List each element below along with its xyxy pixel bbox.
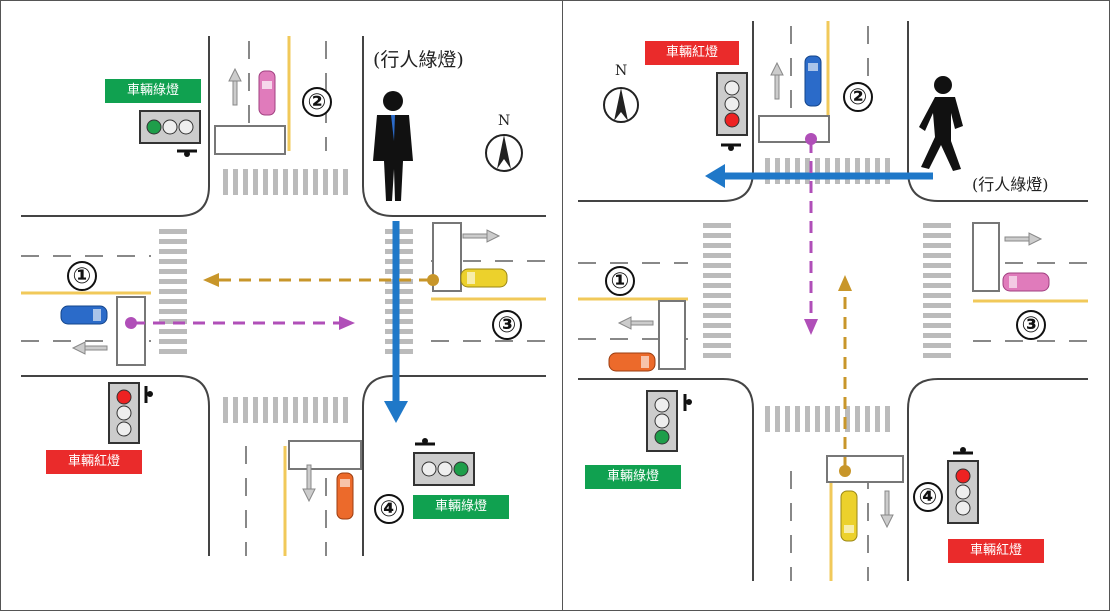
road-edge-sw [21,375,210,556]
crosswalk-south [765,406,890,432]
road-edge-sw [578,378,754,581]
traffic-light-left-green [646,390,692,452]
pedestrian-signal-label: (行人綠燈) [373,49,464,71]
pedestrian-walking-figure [919,76,963,171]
road-edges [578,21,1088,581]
position-2-marker: ② [302,87,332,117]
stop-box-west [116,296,146,366]
traffic-light-left-red [108,382,153,444]
stop-boxes [116,125,462,470]
position-4-marker: ④ [374,494,404,524]
car-yellow [840,490,858,542]
north-label: N [615,63,628,79]
right-intersection-panel: 車輛紅燈 N (行人綠燈) 車輛綠燈 車輛紅燈 ① ② ③ ④ [563,1,1110,609]
position-1-marker: ① [67,261,97,291]
stop-box-north [758,115,830,143]
lane-arrow-icons [71,67,501,503]
curb-lines [578,21,1088,581]
arrow-gold-dashed [203,273,439,287]
car-orange [608,352,656,372]
car-pink [1002,272,1050,292]
road-edge-nw [578,21,754,202]
crosswalk-south [223,397,348,423]
right-intersection-diagram [578,21,1088,581]
pedestrian-signal-label: (行人綠燈) [972,175,1049,194]
car-orange [336,472,354,520]
compass-north-icon [485,134,523,172]
vehicle-red-label-bottom: 車輛紅燈 [948,539,1044,563]
car-pink [258,70,276,116]
pedestrian-figure [373,91,413,201]
stop-box-south [826,455,904,483]
car-yellow [460,268,508,288]
crosswalk-east [923,223,951,358]
road-edge-ne [362,36,546,217]
lane-dashes [578,26,1088,581]
vehicle-green-label-top: 車輛綠燈 [105,79,201,103]
arrow-purple-dashed [804,133,818,335]
crosswalk-north [223,169,348,195]
car-blue [804,55,822,107]
vehicle-red-label-left: 車輛紅燈 [46,450,142,474]
traffic-light-top-left-green [139,110,201,157]
left-intersection-panel: (行人綠燈) N 車輛綠燈 車輛紅燈 車輛綠燈 ① ② ③ ④ [1,1,551,609]
stop-box-west [658,300,686,370]
position-2-marker: ② [843,82,873,112]
stop-box-east [972,222,1000,292]
vehicle-green-label-left: 車輛綠燈 [585,465,681,489]
car-blue [60,305,108,325]
crosswalk-west [703,223,731,358]
position-4-marker: ④ [913,482,943,512]
north-label: N [498,113,511,129]
panel-divider [562,0,563,611]
vehicle-green-label-bottom: 車輛綠燈 [413,495,509,519]
lane-arrow-icons [617,61,1043,529]
traffic-light-bottom-right-red [947,447,979,524]
stop-box-south [288,440,362,470]
traffic-light-bottom-right-green [413,438,475,486]
road-edge-ne [907,21,1088,202]
road-edge-se [907,378,1088,581]
vehicle-red-label-top: 車輛紅燈 [645,41,739,65]
crosswalk-west [159,229,187,354]
road-edges [21,36,546,556]
arrow-purple-dashed [125,316,355,330]
position-3-marker: ③ [492,310,522,340]
road-edge-nw [21,36,210,217]
position-3-marker: ③ [1016,310,1046,340]
curb-lines [21,36,546,556]
crosswalk-north [765,158,890,184]
arrow-gold-dashed [838,275,852,477]
stop-box-north [214,125,286,155]
position-1-marker: ① [605,266,635,296]
left-intersection-diagram [21,36,546,556]
arrow-blue-pedestrian-crossing [705,164,933,188]
compass-north-icon [603,87,639,123]
stop-boxes [658,115,1000,483]
traffic-light-top-red [716,72,748,151]
arrow-blue-pedestrian-crossing [384,221,408,423]
